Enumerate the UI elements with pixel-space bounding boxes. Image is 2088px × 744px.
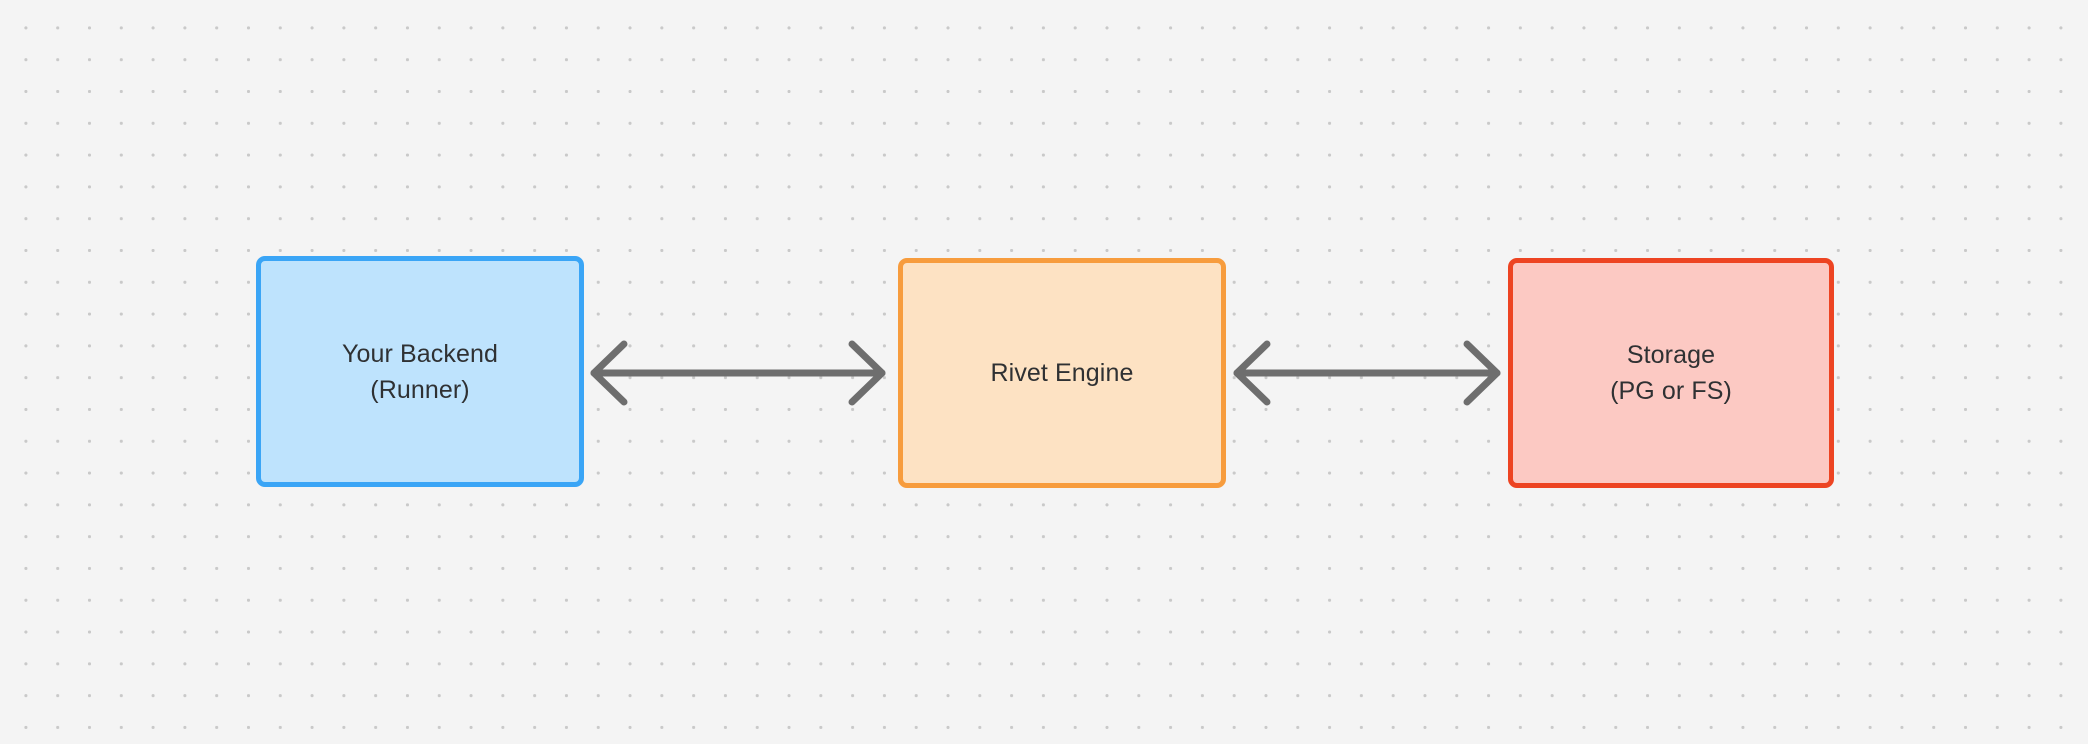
rivet-engine-node-label-line1: Rivet Engine (990, 359, 1134, 387)
your-backend-node-label-line2: (Runner) (370, 375, 470, 404)
bidirectional-arrow-icon (1229, 330, 1505, 416)
your-backend-node[interactable]: Your Backend (Runner) (256, 256, 584, 487)
bidirectional-arrow-icon (586, 330, 890, 416)
storage-node-label-line2: (PG or FS) (1610, 377, 1732, 405)
connector-backend-to-engine[interactable] (586, 330, 890, 416)
storage-node[interactable]: Storage (PG or FS) (1508, 258, 1834, 488)
connector-engine-to-storage[interactable] (1229, 330, 1505, 416)
rivet-engine-node[interactable]: Rivet Engine (898, 258, 1226, 488)
storage-node-label-line1: Storage (1626, 341, 1716, 369)
your-backend-node-label-line1: Your Backend (342, 339, 498, 368)
